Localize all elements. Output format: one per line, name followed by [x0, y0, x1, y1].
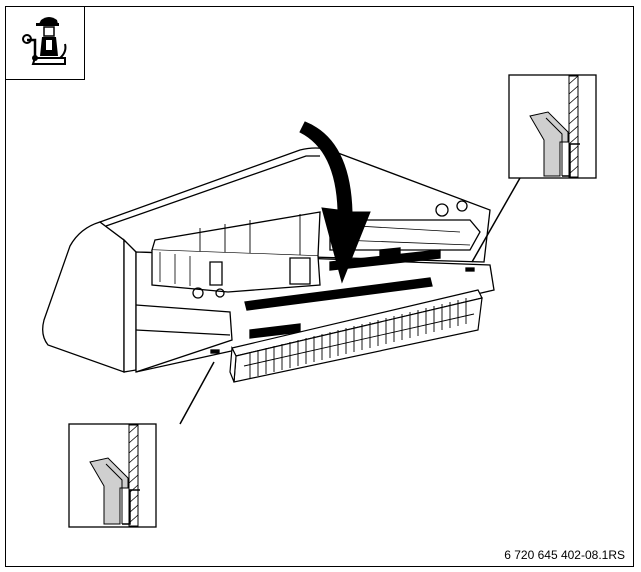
figure-code: 6 720 645 402-08.1RS	[504, 548, 625, 562]
installer-icon	[22, 17, 67, 65]
clip-detail-bottom-left	[68, 361, 215, 528]
clip-detail-top-right	[471, 74, 597, 263]
curved-arrow-down-icon	[299, 121, 371, 284]
figure-frame	[5, 6, 634, 567]
controller-housing	[42, 147, 495, 373]
installer-badge	[5, 6, 85, 80]
terminal-strip	[229, 289, 483, 383]
